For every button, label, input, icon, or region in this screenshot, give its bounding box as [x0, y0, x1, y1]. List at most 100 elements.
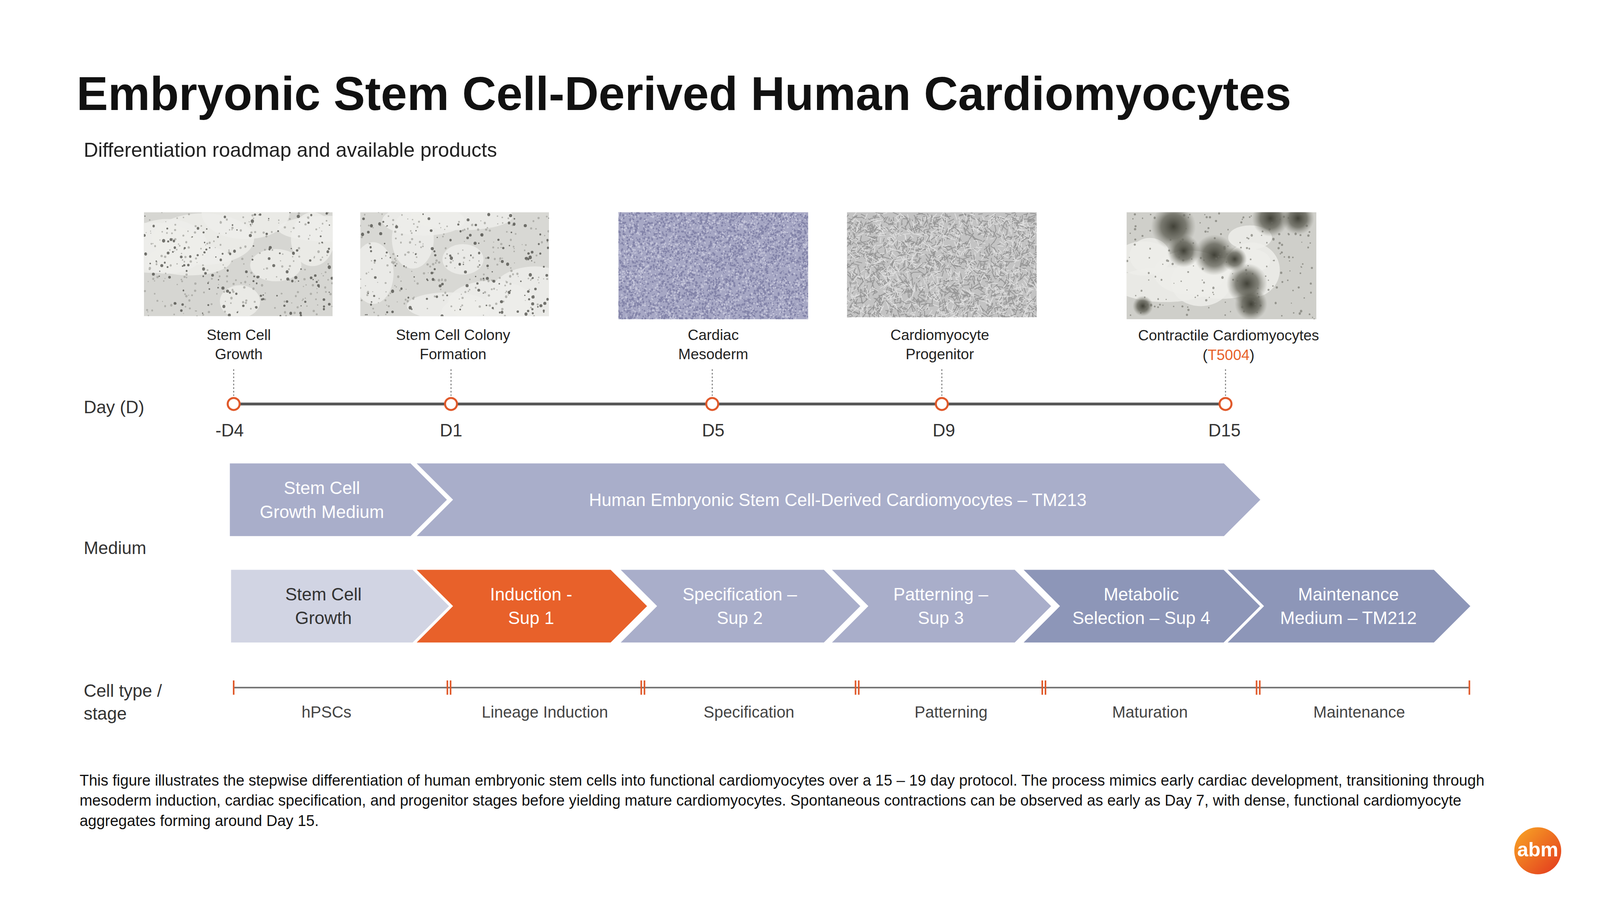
micrograph: [1126, 212, 1317, 320]
micrograph: [847, 212, 1037, 318]
chevron-label: Stem Cell Growth Medium: [252, 476, 391, 524]
chevron-body: Induction - Sup 1: [413, 568, 649, 645]
chevron-outline: [828, 568, 1054, 645]
chevron-body: Human Embryonic Stem Cell-Derived Cardio…: [413, 462, 1263, 538]
stage-tick: [1259, 680, 1261, 695]
leader-line: [941, 369, 943, 396]
bracket: (: [1202, 346, 1208, 363]
chevron-outline: [229, 568, 451, 645]
logo-text: abm: [1517, 837, 1559, 864]
photo-caption: Stem Cell Growth: [192, 325, 285, 365]
stage-name: Lineage Induction: [481, 701, 609, 723]
micrograph-patch: [220, 285, 261, 317]
micrograph-speck: [360, 212, 549, 317]
stage-tick: [446, 680, 449, 695]
stage-tick: [1044, 680, 1047, 695]
timeline-marker: [1219, 398, 1232, 411]
micrograph-fibre: [847, 212, 1037, 318]
micrograph-patch: [442, 244, 484, 275]
logo-badge: [1514, 827, 1562, 875]
chevron-label: Human Embryonic Stem Cell-Derived Cardio…: [588, 488, 1087, 512]
day-number: D15: [1208, 419, 1241, 443]
cell-aggregate: [1234, 287, 1268, 320]
micrograph-speck: [144, 212, 333, 317]
stage-name: Specification: [703, 701, 795, 723]
micrograph-speck: [618, 212, 809, 320]
caption-line: (T5004): [1202, 345, 1255, 365]
chevron-body: Patterning – Sup 3: [828, 568, 1054, 645]
chevron-outline: [1224, 568, 1473, 645]
leader-line: [450, 369, 452, 396]
chevron-outline: [413, 462, 1263, 538]
stage-tick: [1255, 680, 1258, 695]
chevron-body: Metabolic Selection – Sup 4: [1020, 568, 1262, 645]
micrograph: [144, 212, 333, 317]
chevron-shape: [228, 462, 449, 538]
chevron-shape: [229, 568, 451, 645]
chevron-shape: [413, 568, 649, 645]
micrograph-speck: [144, 212, 333, 317]
chevron-body: Stem Cell Growth: [229, 568, 451, 645]
stage-chevron: Induction - Sup 1: [413, 568, 649, 645]
timeline-marker: [227, 398, 240, 411]
micrograph-patch: [201, 212, 290, 239]
title: Embryonic Stem Cell-Derived Human Cardio…: [76, 68, 1292, 121]
leader-line: [711, 369, 713, 396]
chevron-label: Induction - Sup 1: [474, 582, 588, 631]
stage-chevron: Human Embryonic Stem Cell-Derived Cardio…: [413, 462, 1263, 538]
micrograph-speck: [618, 212, 809, 320]
micrograph: [360, 212, 549, 317]
axis-title: Cell type / stage: [83, 678, 186, 725]
micrograph-patch: [440, 298, 489, 317]
bracket: ): [1249, 346, 1255, 363]
stage-name: Maturation: [1112, 701, 1188, 723]
day-number: -D4: [215, 419, 244, 443]
photo-caption: Stem Cell Colony Formation: [389, 325, 517, 365]
stage-tick: [232, 680, 235, 695]
chevron-body: Specification – Sup 2: [617, 568, 863, 645]
micrograph-patch: [360, 242, 394, 305]
photo-caption: Cardiomyocyte Progenitor: [878, 325, 1002, 365]
chevron-label: Metabolic Selection – Sup 4: [1069, 582, 1213, 631]
stage-tick: [449, 680, 452, 695]
chevron-label: Specification – Sup 2: [673, 582, 807, 631]
stage-tick: [640, 680, 643, 695]
photo-caption: Cardiac Mesoderm: [667, 325, 760, 365]
stage-axis: [233, 686, 1470, 689]
chevron-shape: [1224, 568, 1473, 645]
photo-caption: Contractile Cardiomyocytes: [1137, 326, 1319, 346]
leader-line: [233, 369, 235, 396]
chevron-label: Patterning – Sup 3: [879, 582, 1002, 631]
stage-tick: [1468, 680, 1471, 695]
chevron-outline: [228, 462, 449, 538]
chevron-shape: [828, 568, 1054, 645]
stage-chevron: Stem Cell Growth: [229, 568, 451, 645]
stage-tick: [857, 680, 860, 695]
chevron-label: Maintenance Medium – TM212: [1277, 582, 1420, 631]
caption: This figure illustrates the stepwise dif…: [79, 770, 1509, 832]
timeline-marker: [706, 398, 719, 411]
chevron-body: Stem Cell Growth Medium: [228, 462, 449, 538]
chevron-shape: [1020, 568, 1262, 645]
chevron-outline: [617, 568, 863, 645]
stage-chevron: Metabolic Selection – Sup 4: [1020, 568, 1262, 645]
micrograph: [618, 212, 809, 320]
stage-chevron: Maintenance Medium – TM212: [1224, 568, 1473, 645]
leader-line: [1225, 369, 1227, 396]
axis-title: Day (D): [83, 395, 145, 419]
day-number: D9: [932, 419, 956, 443]
stage-chevron: Specification – Sup 2: [617, 568, 863, 645]
timeline-marker: [444, 398, 457, 411]
stage-tick: [854, 680, 857, 695]
stage-name: Maintenance: [1313, 701, 1406, 723]
stage-chevron: Patterning – Sup 3: [828, 568, 1054, 645]
cell-aggregate: [1132, 296, 1154, 317]
timeline-axis: [233, 402, 1226, 406]
micrograph-fibre: [847, 212, 1037, 318]
chevron-outline: [1020, 568, 1262, 645]
chevron-outline: [413, 568, 649, 645]
day-number: D1: [439, 419, 463, 443]
chevron-body: Maintenance Medium – TM212: [1224, 568, 1473, 645]
